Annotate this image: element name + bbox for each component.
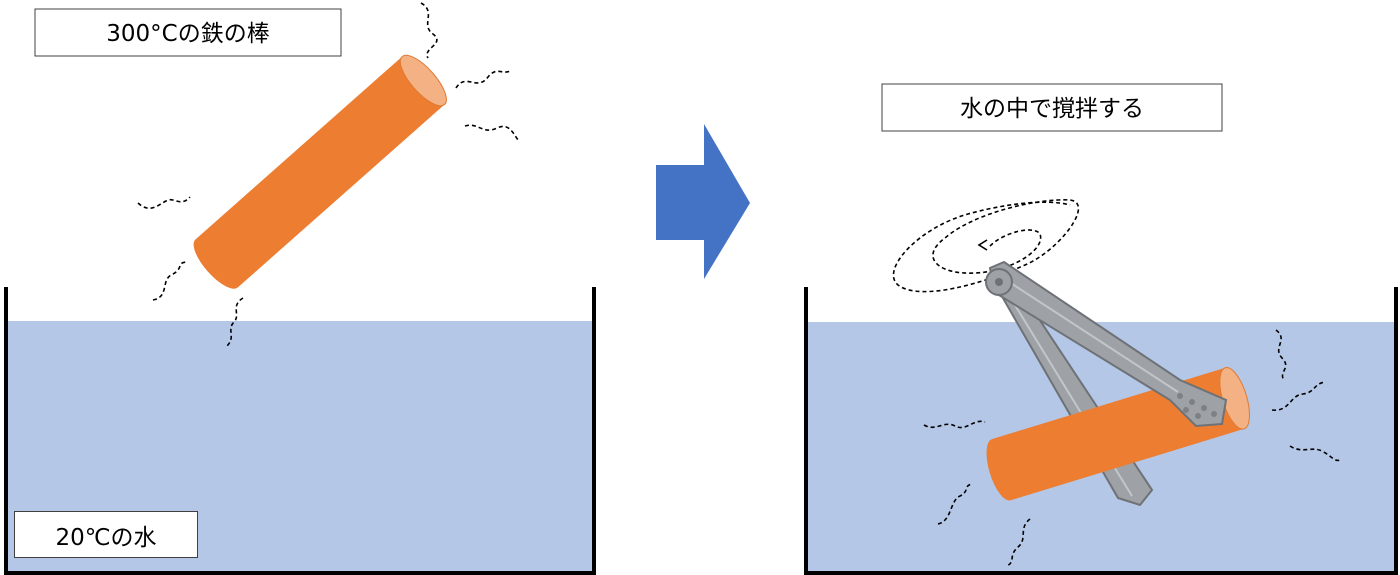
heat-waves-left: [137, 2, 519, 348]
rod-label: 300°Cの鉄の棒: [106, 21, 269, 47]
tongs-icon: [985, 260, 1228, 428]
water-label-box: 20℃の水: [14, 511, 198, 558]
right-container: [804, 287, 1398, 575]
right-arrow-icon: [656, 124, 750, 279]
heat-waves-right: [923, 329, 1342, 567]
left-container: [4, 287, 596, 575]
rod-label-box: 300°Cの鉄の棒: [34, 8, 342, 57]
stir-label-box: 水の中で撹拌する: [881, 83, 1223, 132]
left-scene: 300°Cの鉄の棒: [4, 2, 596, 575]
water-label: 20℃の水: [55, 524, 157, 551]
hot-iron-rod: [193, 54, 447, 289]
right-scene: 水の中で撹拌する: [804, 83, 1398, 575]
rod-end-face: [399, 54, 447, 107]
stirring-swirl-icon: [892, 199, 1080, 293]
stir-label: 水の中で撹拌する: [960, 96, 1144, 122]
